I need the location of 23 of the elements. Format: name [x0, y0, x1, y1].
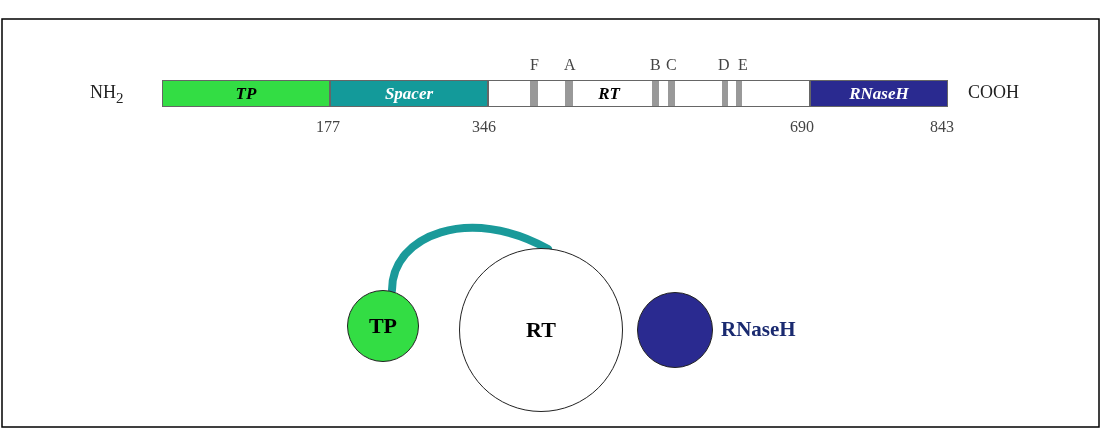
- domain-segment: [162, 80, 330, 107]
- linker-line: [388, 223, 552, 294]
- domain-name: TP: [235, 83, 257, 104]
- terminus-label: COOH: [968, 82, 1019, 103]
- residue-number: 690: [790, 118, 814, 136]
- domain-name: TP: [368, 313, 398, 339]
- domain-name: RT: [526, 317, 556, 343]
- domain-segment: [488, 80, 810, 107]
- domain-segment: [810, 80, 948, 107]
- motif-letter: B: [650, 56, 661, 74]
- motif-letter: C: [666, 56, 677, 74]
- motif-letter: A: [564, 56, 576, 74]
- residue-number: 843: [930, 118, 954, 136]
- domain-name: RNaseH: [849, 83, 909, 104]
- motif-letter: F: [530, 56, 539, 74]
- terminus-label: NH$_{2}$: [90, 82, 124, 107]
- domain-segment: [330, 80, 488, 107]
- domain-name: Spacer: [384, 83, 434, 104]
- residue-number: 177: [316, 118, 340, 136]
- motif-letter: E: [738, 56, 748, 74]
- motif-letter: D: [718, 56, 730, 74]
- residue-number: 346: [472, 118, 496, 136]
- domain-name: RNaseH: [721, 317, 796, 342]
